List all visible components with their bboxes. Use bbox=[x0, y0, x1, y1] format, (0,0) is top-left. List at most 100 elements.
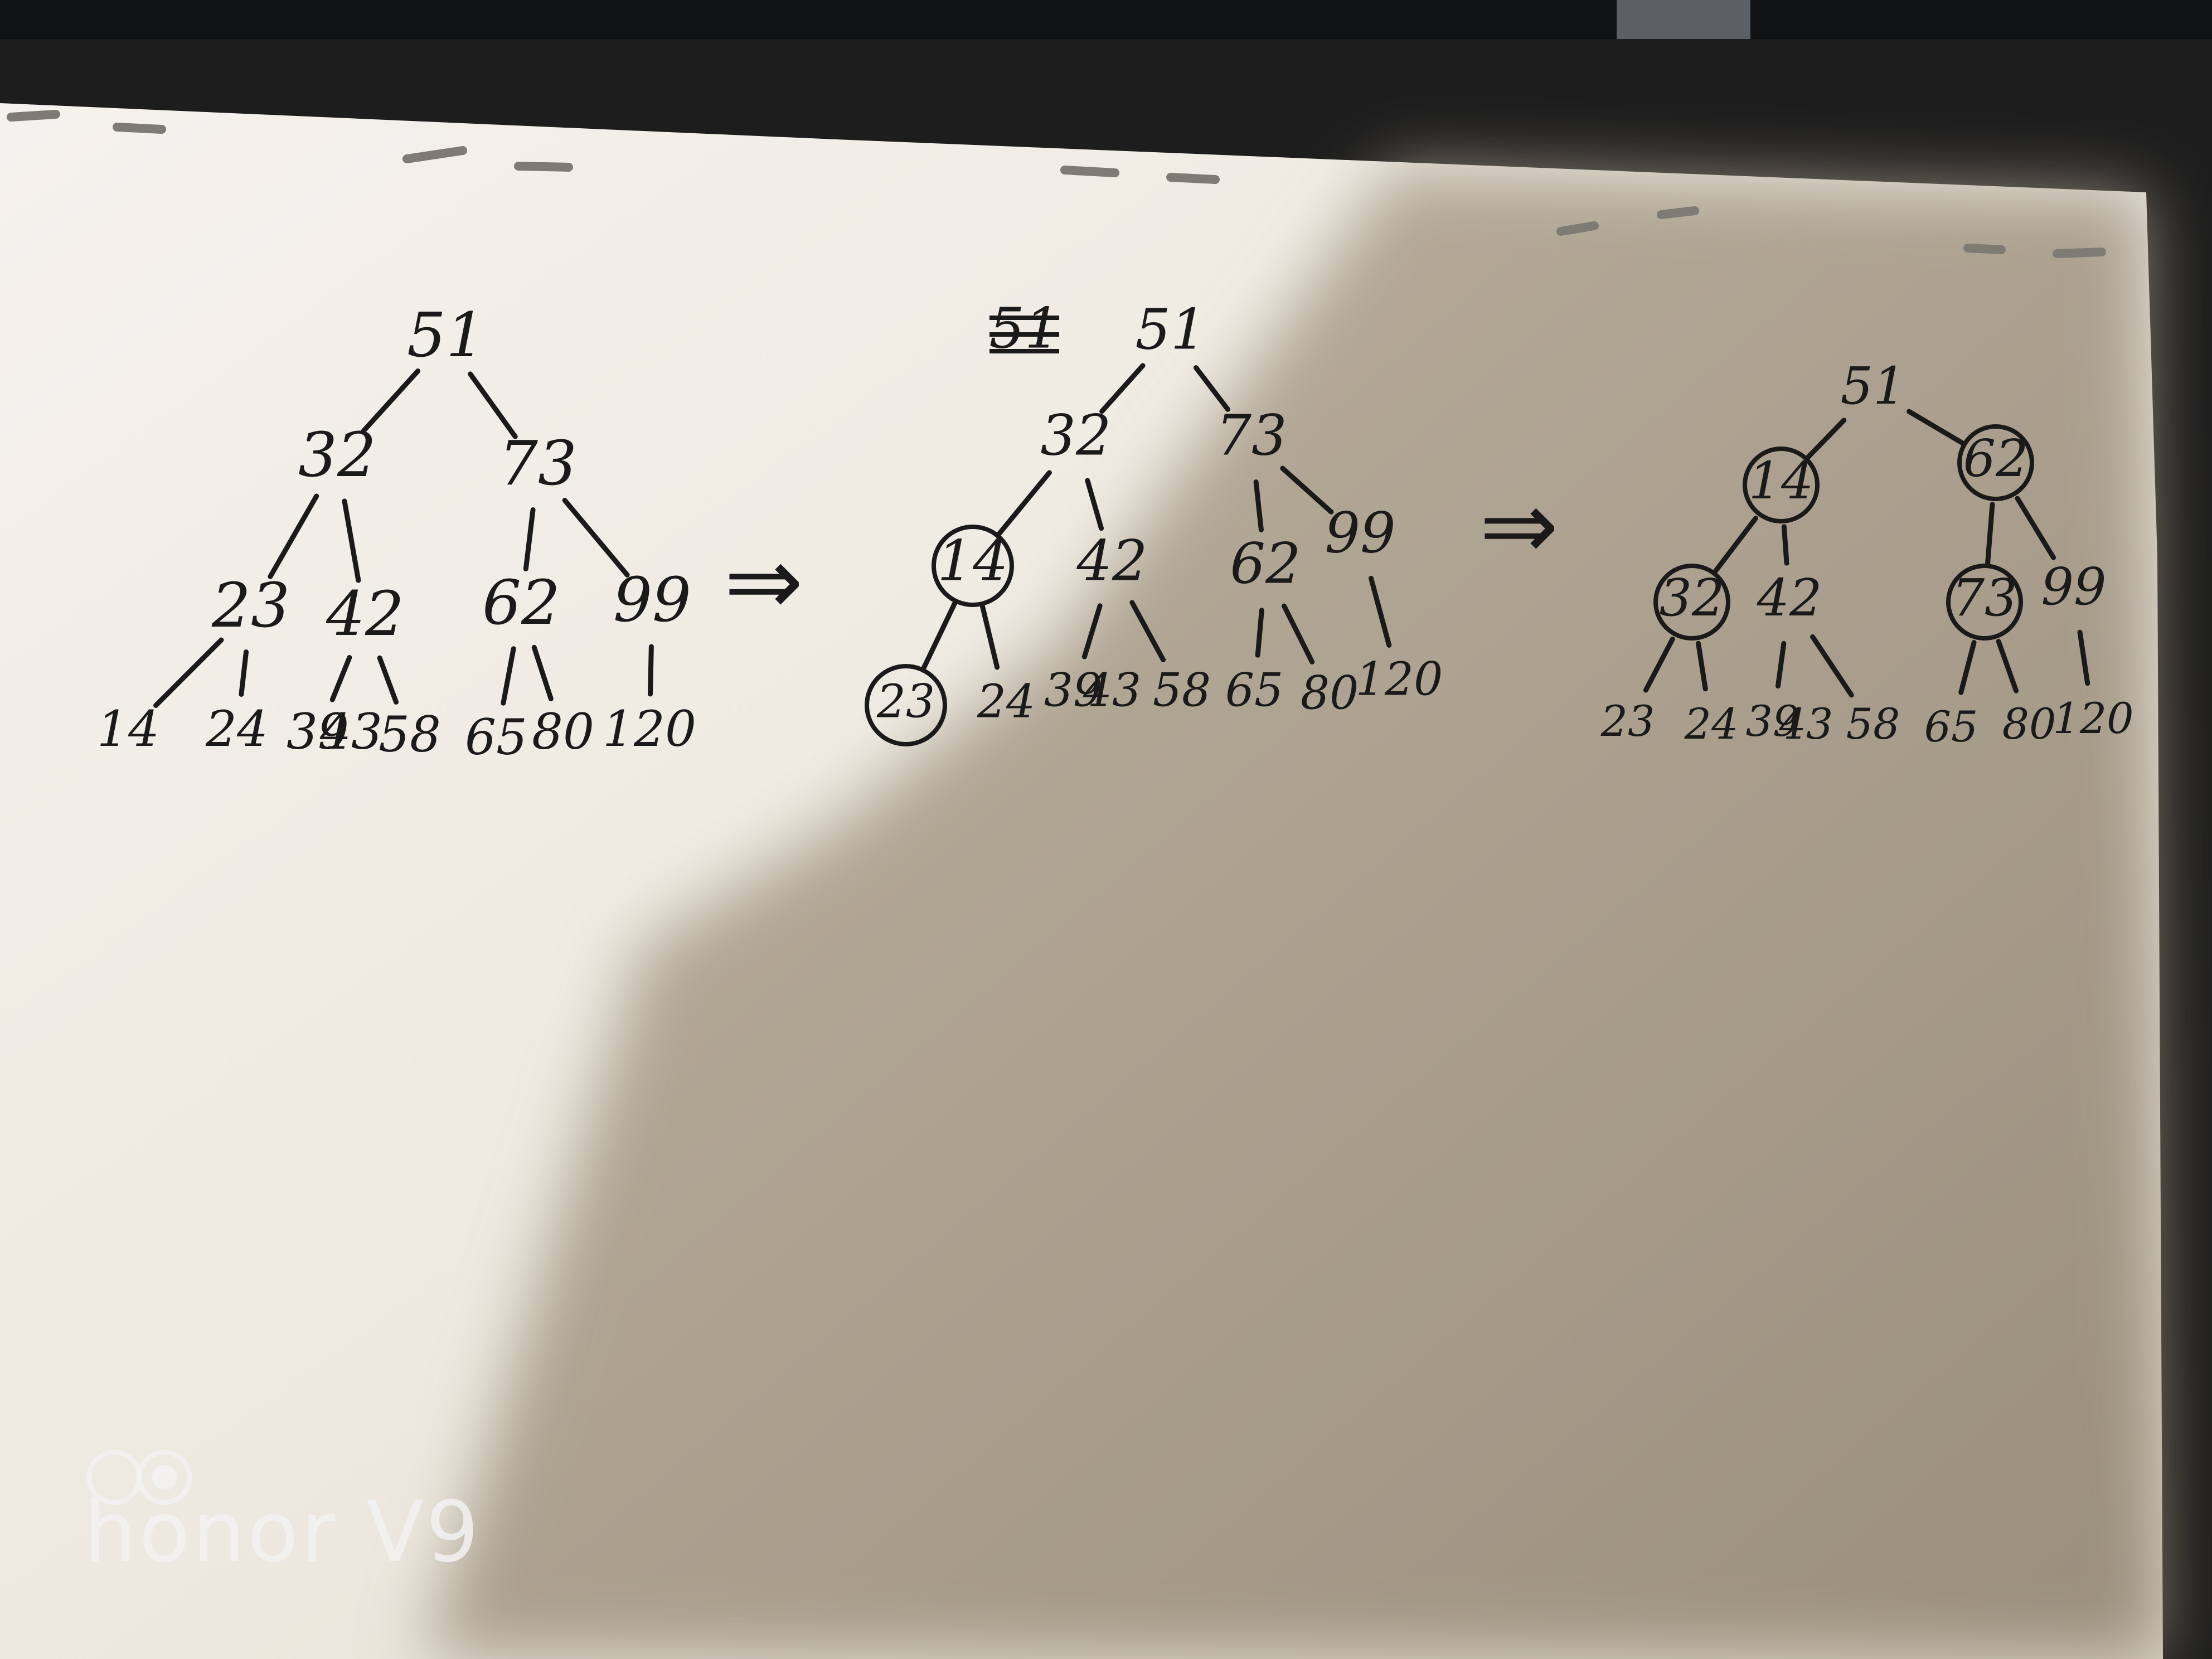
tree-node-label: 80 bbox=[532, 703, 594, 760]
tree-node-label: 120 bbox=[1356, 653, 1443, 706]
tree-node-label: 43 bbox=[1083, 664, 1141, 717]
tree-edge bbox=[1810, 634, 1854, 698]
tree-node-label: 42 bbox=[326, 578, 404, 649]
tree-node-label: 62 bbox=[1963, 429, 2028, 488]
tree-edge bbox=[1806, 418, 1847, 460]
tree-edge bbox=[1713, 516, 1759, 574]
tree-node-label: 51 bbox=[1135, 297, 1206, 362]
tree-node-label: 65 bbox=[1225, 664, 1283, 717]
binder-hole-mark bbox=[1166, 173, 1220, 184]
tree-node-label: 32 bbox=[1040, 403, 1111, 468]
tree-node-label: 43 bbox=[319, 703, 382, 760]
tree-edge bbox=[2015, 496, 2056, 560]
node-circle bbox=[1743, 447, 1820, 523]
tree-node-label: 65 bbox=[465, 709, 527, 766]
tree-node-label: 99 bbox=[613, 564, 691, 636]
dual-circle-camera-icon bbox=[86, 1449, 192, 1505]
tree-edge bbox=[1085, 478, 1104, 531]
top-device-strip bbox=[0, 0, 2212, 39]
tree-edge bbox=[1194, 365, 1231, 412]
tree-node-label: 73 bbox=[1952, 568, 2017, 628]
tree-node-label: 24 bbox=[977, 676, 1035, 729]
tree-node-label: 62 bbox=[1230, 531, 1301, 596]
tree-node-label: 43 bbox=[1779, 699, 1833, 749]
tree-node-label: 23 bbox=[1600, 696, 1655, 746]
tree-edge bbox=[1775, 641, 1787, 689]
tree-node-label: 24 bbox=[205, 700, 268, 758]
binder-hole-mark bbox=[113, 123, 166, 134]
tree-node-label: 39 bbox=[1044, 664, 1102, 717]
tree-edge bbox=[377, 655, 399, 705]
tree-node-label: 80 bbox=[1301, 667, 1359, 720]
tree-node-label: 14 bbox=[1748, 451, 1813, 511]
tree-edge bbox=[1255, 608, 1264, 658]
node-circle bbox=[1957, 424, 2034, 501]
tree-node-label: 32 bbox=[1659, 568, 1724, 628]
tree-edge bbox=[501, 646, 516, 706]
tree-edge bbox=[1907, 409, 1965, 445]
tree-node-label: 73 bbox=[499, 428, 577, 499]
tree-edge bbox=[342, 498, 361, 583]
tree-edge bbox=[920, 601, 958, 673]
tree-edge bbox=[562, 498, 630, 578]
binder-hole-mark bbox=[1657, 206, 1699, 219]
crossed-out-number: 51 bbox=[989, 296, 1060, 361]
tree-node-label: 62 bbox=[482, 567, 560, 638]
tree-edge bbox=[1958, 640, 1977, 695]
tree-edge bbox=[1253, 479, 1264, 532]
tree-node-label: 120 bbox=[2053, 693, 2133, 743]
tree-node-label: 58 bbox=[1846, 699, 1900, 749]
transform-arrow: ⇒ bbox=[724, 526, 803, 637]
binder-marks bbox=[7, 110, 2106, 258]
tree-edge bbox=[523, 507, 536, 571]
binder-hole-mark bbox=[2053, 248, 2106, 258]
binder-hole-mark bbox=[402, 146, 467, 163]
node-circle bbox=[865, 664, 947, 746]
tree-edge bbox=[153, 637, 224, 709]
tree-edge bbox=[648, 644, 654, 697]
node-circle bbox=[932, 525, 1014, 607]
tree-edge bbox=[1985, 502, 1995, 566]
tree-edge bbox=[1643, 636, 1675, 693]
binder-hole-mark bbox=[514, 162, 573, 172]
tree-node-label: 80 bbox=[2002, 699, 2056, 749]
tree-edge bbox=[1280, 465, 1334, 515]
tree-node-label: 23 bbox=[876, 676, 935, 729]
tree-edge bbox=[531, 644, 554, 701]
tree-edge bbox=[329, 655, 352, 702]
tree-node-label: 39 bbox=[1746, 696, 1800, 746]
tree-node-label: 73 bbox=[1216, 403, 1287, 468]
node-circle bbox=[1946, 564, 2023, 641]
tree-edge bbox=[1099, 363, 1146, 414]
tree-node-label: 23 bbox=[211, 570, 290, 641]
binder-hole-mark bbox=[1556, 221, 1599, 236]
tree-node-label: 120 bbox=[603, 700, 696, 758]
tree-edge bbox=[1129, 600, 1166, 662]
hand-shadow bbox=[424, 167, 2163, 1659]
tree-node-label: 58 bbox=[1153, 664, 1211, 717]
tree-edge bbox=[239, 649, 249, 697]
watermark-text: honor V9 bbox=[84, 1484, 481, 1581]
tree-node-label: 24 bbox=[1684, 699, 1739, 749]
tree-node-label: 39 bbox=[287, 703, 349, 760]
tree-node-label: 58 bbox=[379, 706, 441, 763]
tree-node-label: 42 bbox=[1756, 568, 1822, 628]
binder-hole-mark bbox=[7, 110, 60, 122]
tree-edge bbox=[2077, 629, 2090, 686]
tree-node-label: 42 bbox=[1076, 528, 1147, 594]
tree-node-label: 51 bbox=[407, 299, 485, 371]
tree-edge bbox=[1282, 603, 1315, 664]
tree-edge bbox=[1696, 641, 1708, 692]
tree-edge bbox=[1781, 524, 1789, 566]
tree-edge bbox=[268, 493, 319, 579]
tree-node-label: 14 bbox=[937, 528, 1008, 594]
tree-edge bbox=[1368, 575, 1392, 648]
tree-edge bbox=[1081, 603, 1103, 659]
tree-node-label: 65 bbox=[1924, 702, 1978, 751]
tree-node-label: 32 bbox=[298, 419, 376, 491]
tree-edge bbox=[995, 470, 1052, 539]
